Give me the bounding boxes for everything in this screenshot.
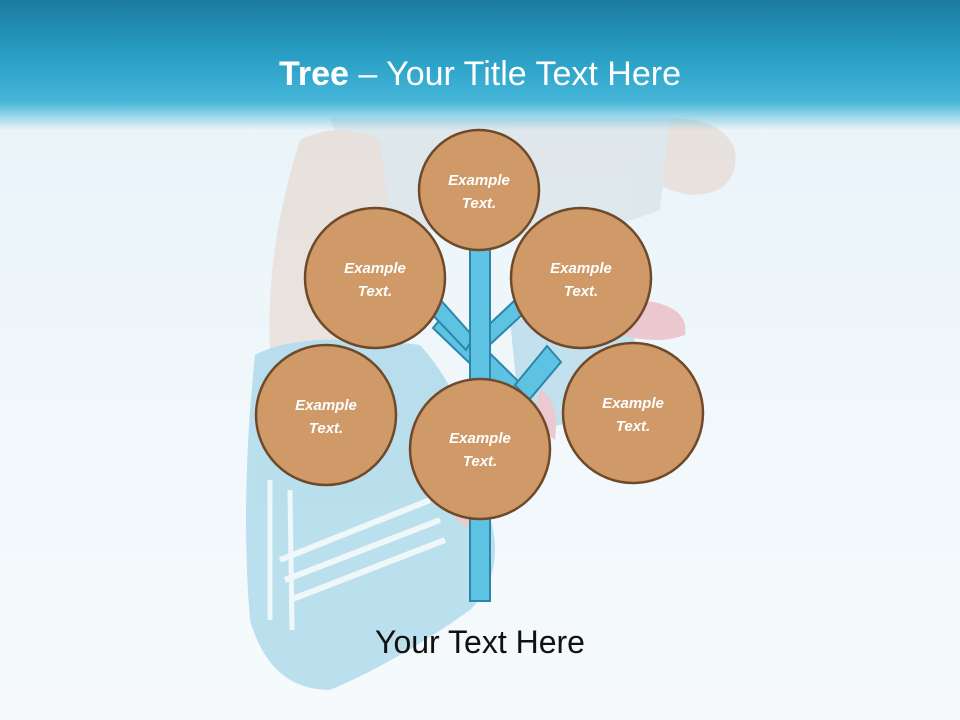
title-rest: Your Title Text Here: [386, 55, 681, 93]
tree-node-center: Example Text.: [408, 377, 552, 521]
svg-text:Example: Example: [550, 260, 612, 277]
caption-text: Your Text Here: [375, 624, 585, 660]
svg-text:Text.: Text.: [358, 283, 392, 300]
svg-text:Text.: Text.: [462, 195, 496, 212]
title-banner: [0, 0, 960, 130]
tree-node-lower-right: Example Text.: [561, 341, 705, 485]
svg-text:Example: Example: [449, 430, 511, 447]
svg-text:Example: Example: [344, 260, 406, 277]
tree-node-upper-left: Example Text.: [303, 206, 447, 350]
svg-text:Example: Example: [602, 395, 664, 412]
slide-title: Tree – Your Title Text Here: [0, 52, 960, 96]
title-bold: Tree: [279, 55, 349, 93]
svg-text:Text.: Text.: [564, 283, 598, 300]
title-separator: –: [348, 55, 387, 93]
svg-text:Example: Example: [448, 172, 510, 189]
svg-text:Text.: Text.: [616, 418, 650, 435]
svg-text:Example: Example: [295, 397, 357, 414]
svg-text:Text.: Text.: [463, 453, 497, 470]
tree-node-upper-right: Example Text.: [509, 206, 653, 350]
tree-node-top: Example Text.: [417, 128, 541, 252]
tree-node-lower-left: Example Text.: [254, 343, 398, 487]
svg-text:Text.: Text.: [309, 420, 343, 437]
